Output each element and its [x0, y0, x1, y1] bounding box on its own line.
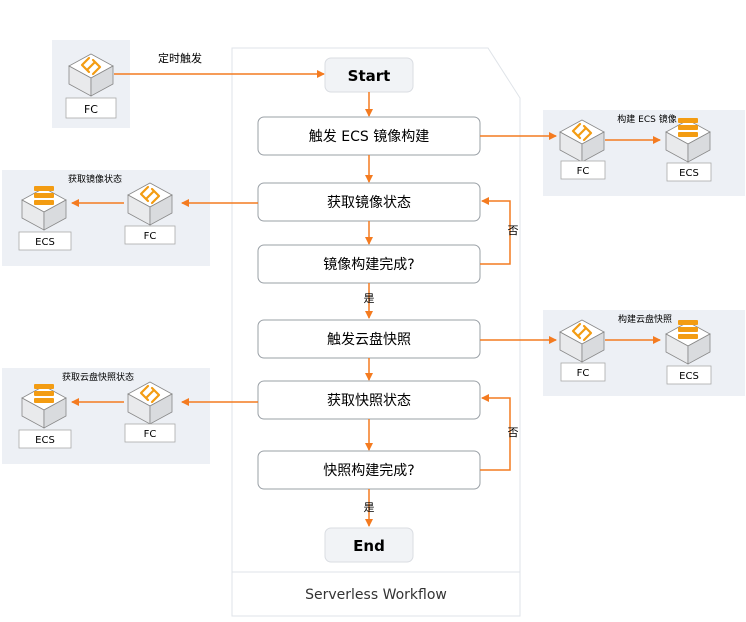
loop-arrow — [480, 197, 511, 265]
step-label: 获取快照状态 — [327, 393, 411, 409]
workflow-panel — [231, 47, 521, 573]
end-node — [324, 527, 414, 563]
trigger-fc-label-box — [65, 97, 117, 119]
fc-label-box — [560, 160, 606, 180]
ecs-label-box — [666, 365, 712, 385]
workflow-title: Serverless Workflow — [305, 587, 447, 603]
ecs-label: ECS — [35, 435, 55, 446]
start-label: Start — [348, 67, 391, 85]
trigger-fc-label: FC — [84, 103, 98, 116]
get-image-status-title: 获取镜像状态 — [68, 173, 122, 185]
build-snapshot-title: 构建云盘快照 — [618, 313, 672, 325]
step-label: 镜像构建完成? — [323, 257, 414, 273]
trigger-label: 定时触发 — [158, 51, 202, 65]
workflow-title-box — [231, 571, 521, 617]
fc-label-box — [560, 362, 606, 382]
ecs-label-box — [18, 429, 72, 449]
fc-label: FC — [577, 166, 590, 177]
get-snapshot-status-title: 获取云盘快照状态 — [62, 371, 134, 383]
step-label: 快照构建完成? — [323, 463, 414, 479]
loop-arrow — [480, 394, 511, 471]
ecs-label: ECS — [679, 371, 699, 382]
yes-label: 是 — [364, 292, 375, 305]
ecs-label-box — [18, 231, 72, 251]
ecs-label: ECS — [35, 237, 55, 248]
step-label: 触发 ECS 镜像构建 — [309, 129, 429, 145]
ecs-label-box — [666, 162, 712, 182]
end-label: End — [353, 537, 385, 555]
yes-label: 是 — [364, 501, 375, 514]
fc-label-box — [124, 225, 176, 245]
ecs-label: ECS — [679, 168, 699, 179]
no-label: 否 — [508, 426, 519, 439]
build-image-title: 构建 ECS 镜像 — [617, 113, 676, 125]
fc-label: FC — [144, 231, 157, 242]
step-label: 触发云盘快照 — [327, 331, 411, 348]
fc-label-box — [124, 423, 176, 443]
fc-label: FC — [144, 429, 157, 440]
fc-label: FC — [577, 368, 590, 379]
step-label: 获取镜像状态 — [327, 195, 411, 211]
no-label: 否 — [508, 224, 519, 237]
